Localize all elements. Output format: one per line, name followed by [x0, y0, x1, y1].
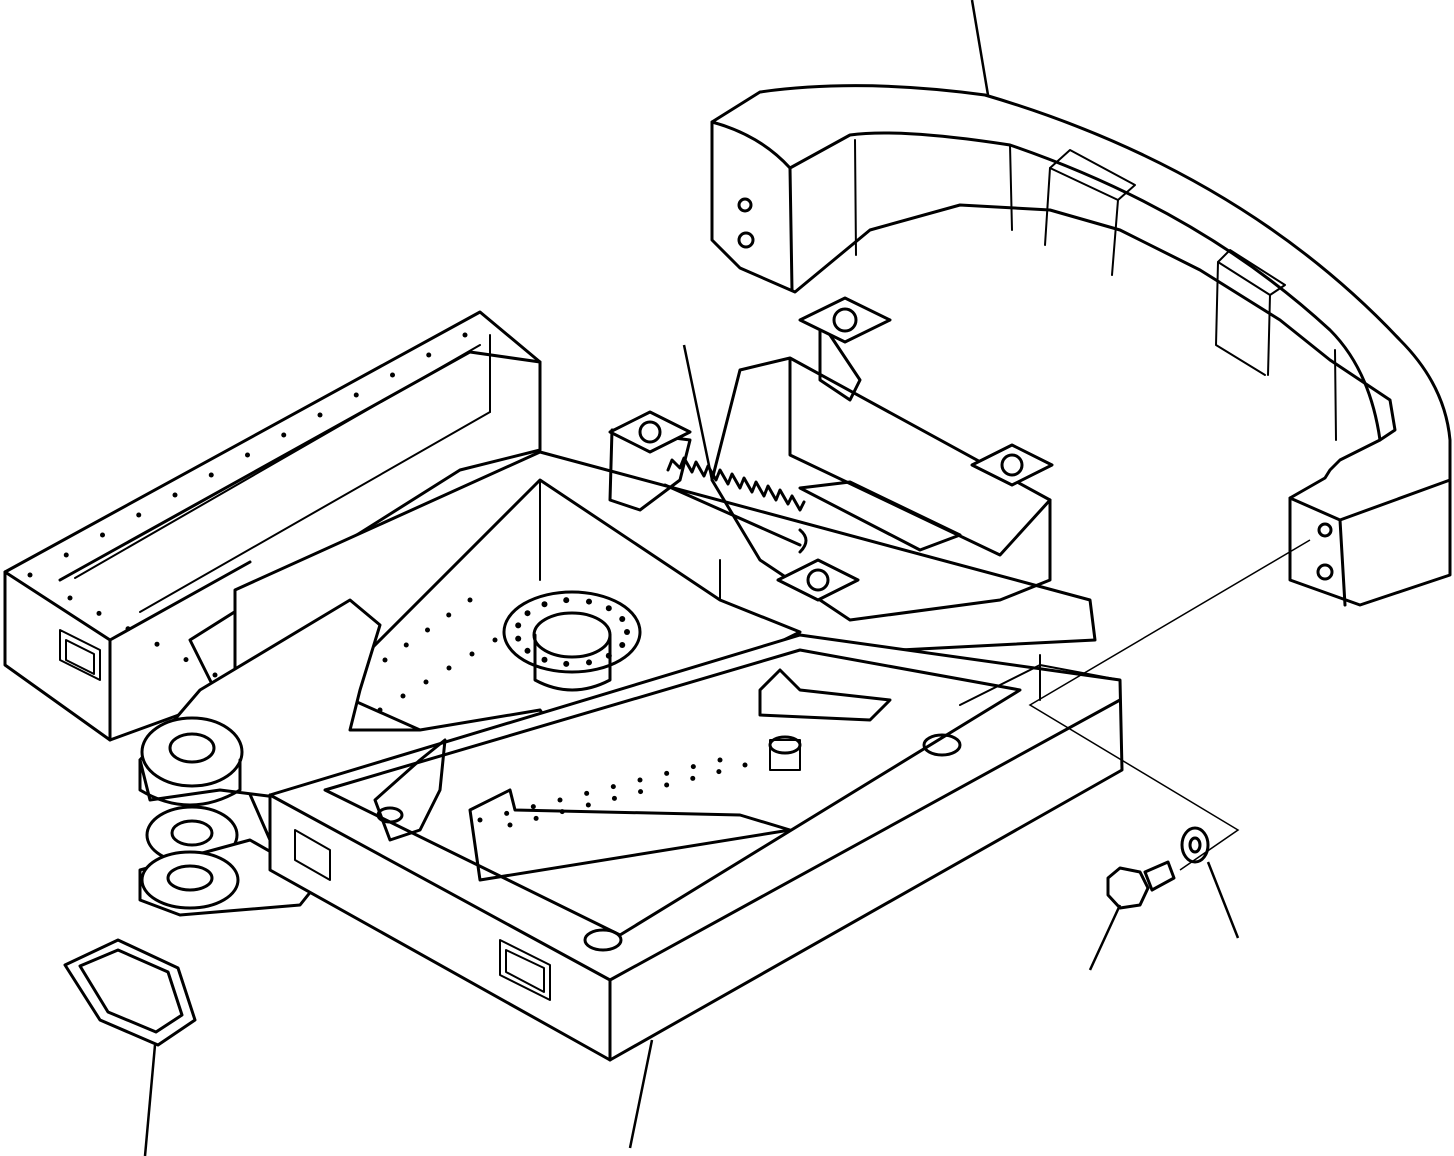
bolt-hole — [377, 707, 383, 713]
bolt-hole — [400, 693, 406, 699]
bolt-hole — [638, 789, 644, 795]
flange-hole — [524, 647, 531, 654]
flange-hole — [515, 635, 522, 642]
bolt-hole — [507, 822, 513, 828]
main-frame — [268, 633, 1124, 1149]
flange-hole — [605, 652, 612, 659]
bolt-hole — [477, 817, 483, 823]
bolt-hole — [67, 595, 73, 601]
mounting-pad-3 — [970, 443, 1054, 487]
bolt-hole — [664, 782, 670, 788]
spring — [663, 344, 808, 554]
bolt-hole — [717, 757, 723, 763]
bolt-hole — [716, 769, 722, 775]
bolt-hole — [610, 784, 616, 790]
bolt-hole — [611, 795, 617, 801]
bolt-hole — [533, 815, 539, 821]
bolt-hole — [27, 572, 33, 578]
bolt-hole — [245, 452, 250, 458]
flange-hole — [585, 598, 592, 605]
bolt-hole — [426, 352, 432, 358]
flange-hole — [563, 660, 570, 667]
bolt-hole — [425, 627, 430, 633]
flange-hole — [605, 605, 612, 612]
bolt-hole — [446, 665, 452, 671]
bolt-hole — [637, 777, 643, 783]
flange-hole — [563, 597, 570, 604]
plug — [63, 938, 197, 1156]
bolt-hole — [403, 642, 409, 648]
bolt-hole — [585, 802, 591, 808]
bolt-hole — [212, 672, 218, 678]
bolt-hole — [96, 610, 102, 616]
bolt-hole — [559, 809, 565, 815]
flange-hole — [524, 610, 531, 617]
bolt-hole — [530, 804, 536, 810]
bolt-hole — [742, 762, 748, 768]
bolt-hole — [100, 532, 105, 538]
flange-hole — [515, 622, 522, 629]
counterweight — [710, 0, 1452, 607]
bolt-hole — [353, 392, 359, 398]
flange-hole — [541, 601, 548, 608]
bolt-hole — [63, 552, 69, 558]
washer — [1180, 826, 1240, 939]
bolt-hole — [125, 626, 131, 632]
alignment-lines — [1028, 539, 1311, 871]
bolt-hole — [317, 412, 323, 418]
bolt-hole — [183, 657, 189, 663]
flange-hole — [619, 615, 626, 622]
bolt-hole — [382, 657, 388, 663]
flange-hole — [619, 642, 626, 649]
bolt-hole — [690, 775, 696, 781]
bolt-hole — [423, 679, 429, 685]
swing-bearing — [502, 590, 642, 692]
bolt-hole-pattern — [27, 332, 748, 828]
bolt — [1088, 860, 1176, 971]
bolt-hole — [504, 810, 510, 816]
bolt-hole — [469, 651, 475, 657]
bolt-hole — [462, 332, 468, 338]
bolt-hole — [172, 492, 178, 498]
flange-hole — [541, 656, 548, 663]
flange-hole — [585, 659, 592, 666]
mounting-pad-4 — [776, 558, 860, 602]
bolt-hole — [281, 432, 287, 438]
bolt-hole — [690, 764, 696, 770]
mounting-pad-1 — [798, 296, 892, 344]
bolt-hole — [154, 641, 160, 647]
left-frame-rail — [3, 310, 542, 742]
bolt-hole — [584, 790, 590, 796]
flange-hole — [624, 629, 630, 635]
bolt-hole — [492, 637, 498, 643]
bolt-hole — [136, 512, 142, 518]
mounting-pad-2 — [608, 410, 692, 454]
bolt-hole — [557, 797, 563, 803]
bolt-hole — [208, 472, 214, 478]
bolt-hole — [390, 372, 395, 378]
bolt-hole — [664, 770, 670, 776]
bolt-hole — [467, 597, 473, 603]
bolt-hole — [446, 612, 452, 618]
